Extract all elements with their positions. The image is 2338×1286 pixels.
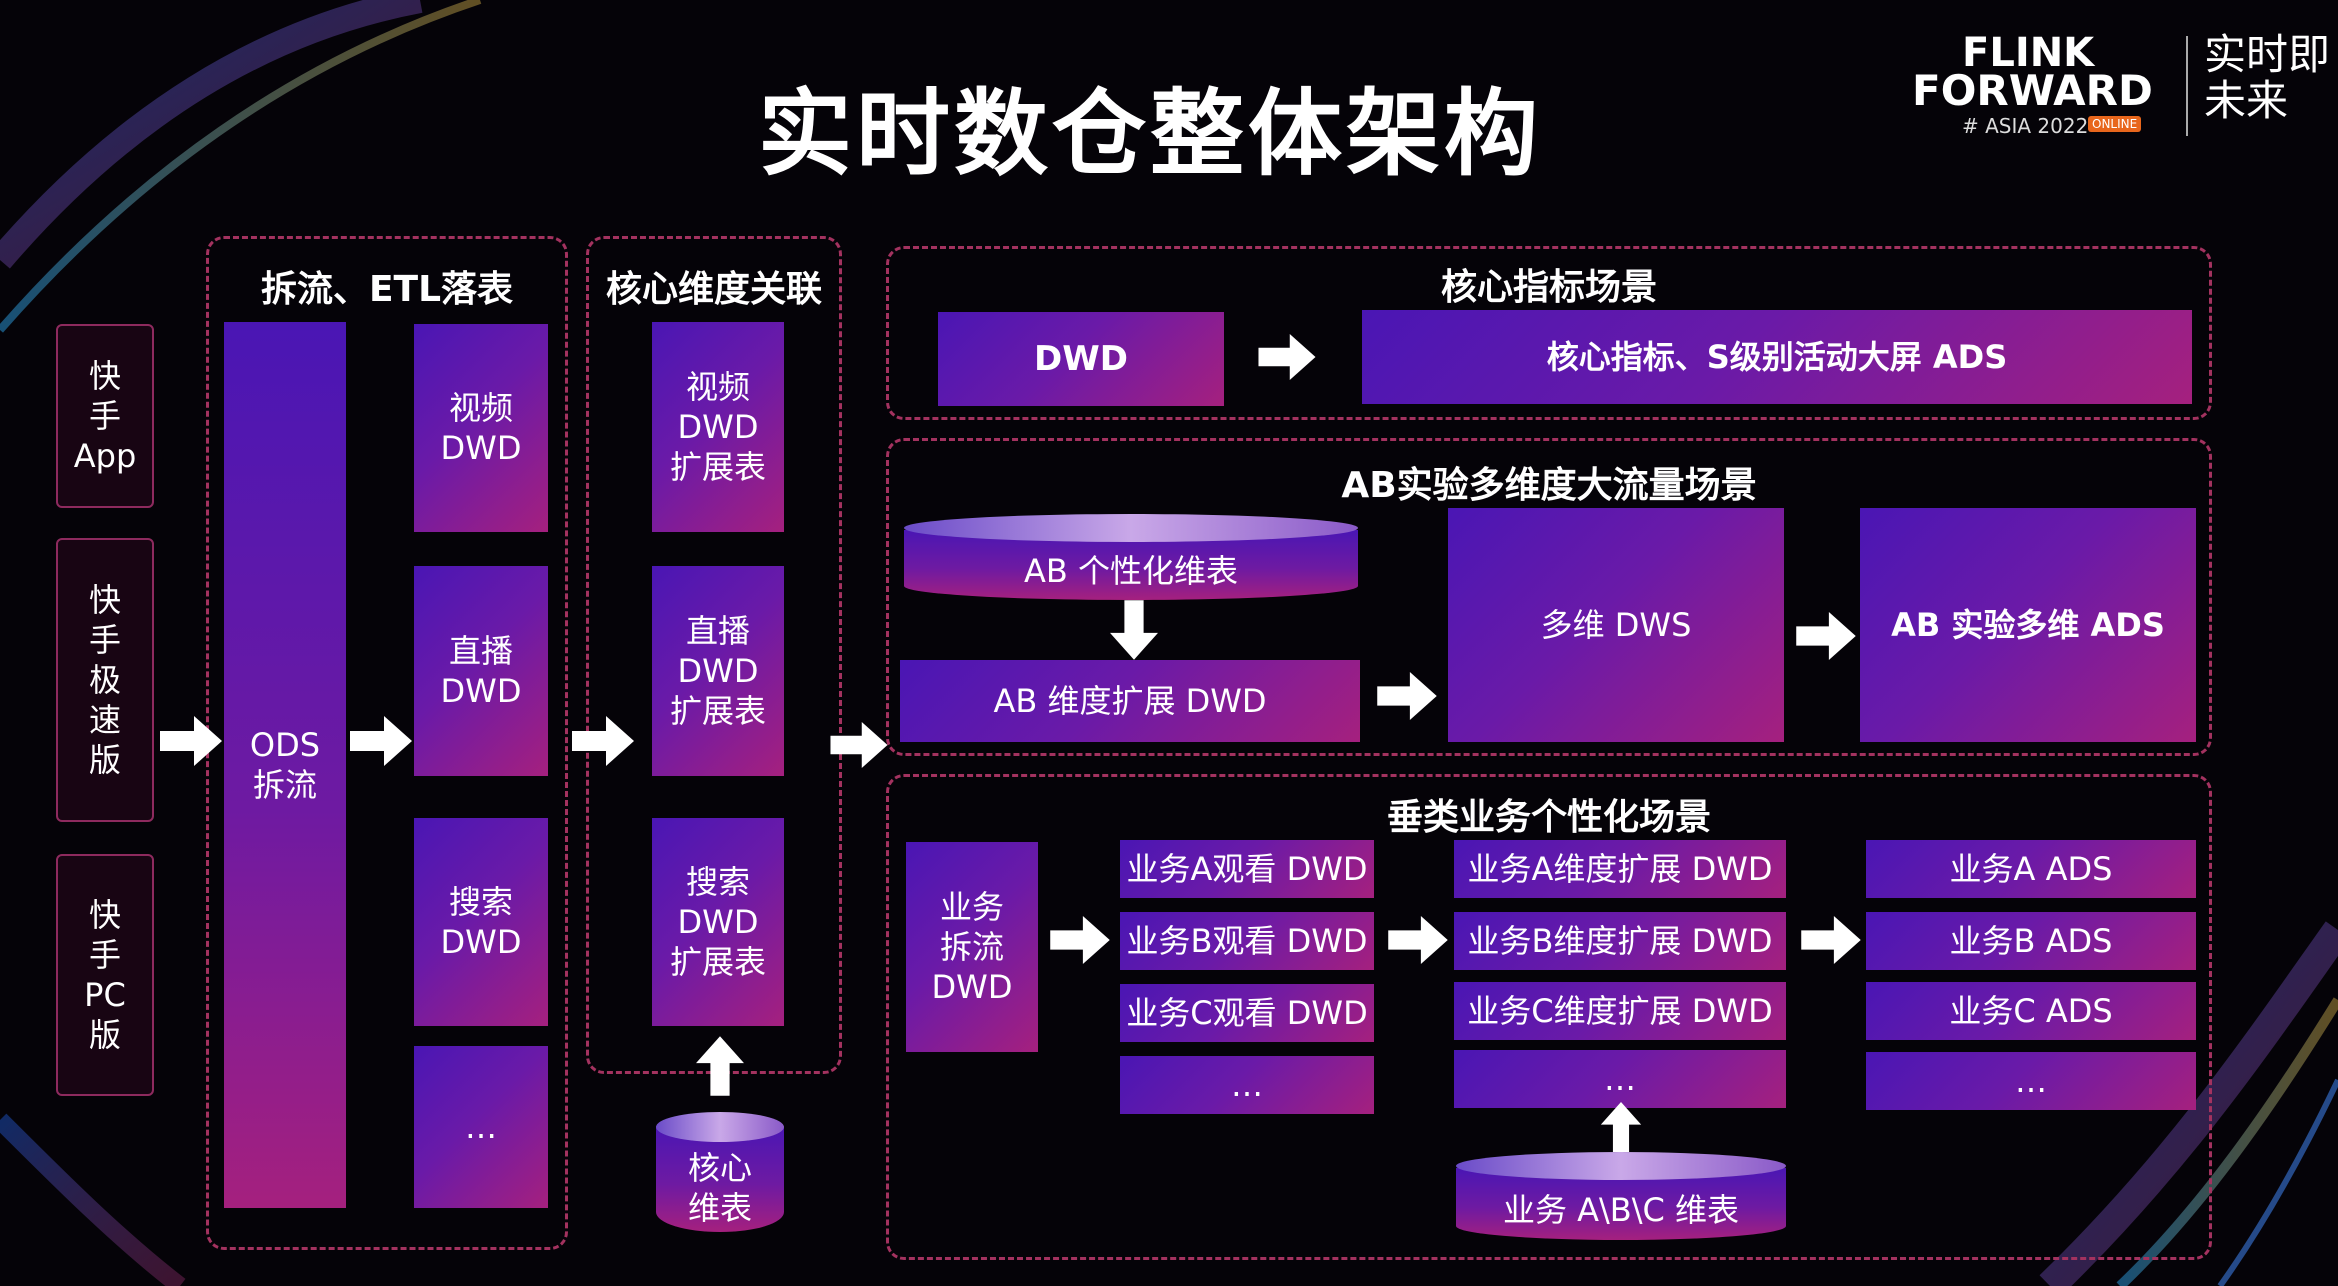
biz-a-watch: 业务A观看 DWD bbox=[1120, 840, 1374, 898]
dwd-more: … bbox=[414, 1046, 548, 1208]
slogan-line2: 未来 bbox=[2204, 76, 2289, 126]
biz-dim-table: 业务 A\B\C 维表 bbox=[1456, 1168, 1786, 1240]
slogan-line1: 实时即 bbox=[2204, 30, 2331, 79]
logo-sub: # ASIA 2022 bbox=[1962, 114, 2089, 138]
biz-dim-top bbox=[1456, 1152, 1786, 1180]
biz-c-ads: 业务C ADS bbox=[1866, 982, 2196, 1040]
logo-badge: ONLINE bbox=[2088, 116, 2142, 132]
video-dwd-ext: 视频 DWD 扩展表 bbox=[652, 322, 784, 532]
ab-title: AB实验多维度大流量场景 bbox=[1341, 465, 1757, 506]
core-title: 核心指标场景 bbox=[1440, 267, 1657, 308]
arrow-icon bbox=[160, 716, 222, 766]
biz-a-ext: 业务A维度扩展 DWD bbox=[1454, 840, 1786, 898]
slogan: 实时即 未来 bbox=[2204, 30, 2331, 126]
core-dim-table: 核心 维表 bbox=[656, 1126, 784, 1232]
core-ads: 核心指标、S级别活动大屏 ADS bbox=[1362, 310, 2192, 404]
arrow-icon bbox=[572, 716, 634, 766]
arrow-icon bbox=[1377, 672, 1437, 720]
arrow-icon bbox=[1796, 612, 1856, 660]
ab-dws: 多维 DWS bbox=[1448, 508, 1784, 742]
flink-forward-logo: FLINK FORWARD # ASIA 2022 ONLINE bbox=[1910, 30, 2170, 140]
vertical-region bbox=[886, 774, 2212, 1260]
biz-ads-more: … bbox=[1866, 1052, 2196, 1110]
arrow-icon bbox=[1050, 916, 1110, 964]
ods-split-box: ODS 拆流 bbox=[224, 322, 346, 1208]
dwd-video: 视频 DWD bbox=[414, 324, 548, 532]
biz-b-ads: 业务B ADS bbox=[1866, 912, 2196, 970]
dim-title: 核心维度关联 bbox=[605, 269, 822, 310]
arrow-up-icon bbox=[696, 1036, 744, 1096]
biz-a-ads: 业务A ADS bbox=[1866, 840, 2196, 898]
vertical-title: 垂类业务个性化场景 bbox=[1386, 797, 1711, 838]
source-lite: 快 手 极 速 版 bbox=[56, 538, 154, 822]
live-dwd-ext: 直播 DWD 扩展表 bbox=[652, 566, 784, 776]
page-title: 实时数仓整体架构 bbox=[757, 80, 1542, 189]
core-dim-top bbox=[656, 1112, 784, 1142]
dwd-search: 搜索 DWD bbox=[414, 818, 548, 1026]
arrow-icon bbox=[1388, 916, 1448, 964]
biz-ext-more: … bbox=[1454, 1050, 1786, 1108]
arrow-icon bbox=[1801, 916, 1861, 964]
biz-c-watch: 业务C观看 DWD bbox=[1120, 984, 1374, 1042]
core-dwd: DWD bbox=[938, 312, 1224, 406]
biz-b-watch: 业务B观看 DWD bbox=[1120, 912, 1374, 970]
arrow-icon bbox=[830, 722, 888, 768]
source-pc: 快 手 PC 版 bbox=[56, 854, 154, 1096]
arrow-up-icon bbox=[1600, 1102, 1642, 1152]
biz-b-ext: 业务B维度扩展 DWD bbox=[1454, 912, 1786, 970]
arrow-down-icon bbox=[1110, 600, 1158, 660]
biz-c-ext: 业务C维度扩展 DWD bbox=[1454, 982, 1786, 1040]
arrow-icon bbox=[350, 716, 412, 766]
source-app: 快 手 App bbox=[56, 324, 154, 508]
arrow-icon bbox=[1258, 334, 1316, 380]
search-dwd-ext: 搜索 DWD 扩展表 bbox=[652, 818, 784, 1026]
logo-line2: FORWARD bbox=[1912, 66, 2153, 115]
ab-ads: AB 实验多维 ADS bbox=[1860, 508, 2196, 742]
ab-dim-top bbox=[904, 514, 1358, 542]
dwd-live: 直播 DWD bbox=[414, 566, 548, 776]
core-region bbox=[886, 246, 2212, 420]
ab-ext-dwd: AB 维度扩展 DWD bbox=[900, 660, 1360, 742]
logo-line1: FLINK bbox=[1962, 30, 2095, 76]
ab-region bbox=[886, 438, 2212, 756]
biz-split-dwd: 业务 拆流 DWD bbox=[906, 842, 1038, 1052]
etl-title: 拆流、ETL落表 bbox=[260, 269, 514, 310]
logo-divider bbox=[2186, 36, 2188, 136]
biz-watch-more: … bbox=[1120, 1056, 1374, 1114]
